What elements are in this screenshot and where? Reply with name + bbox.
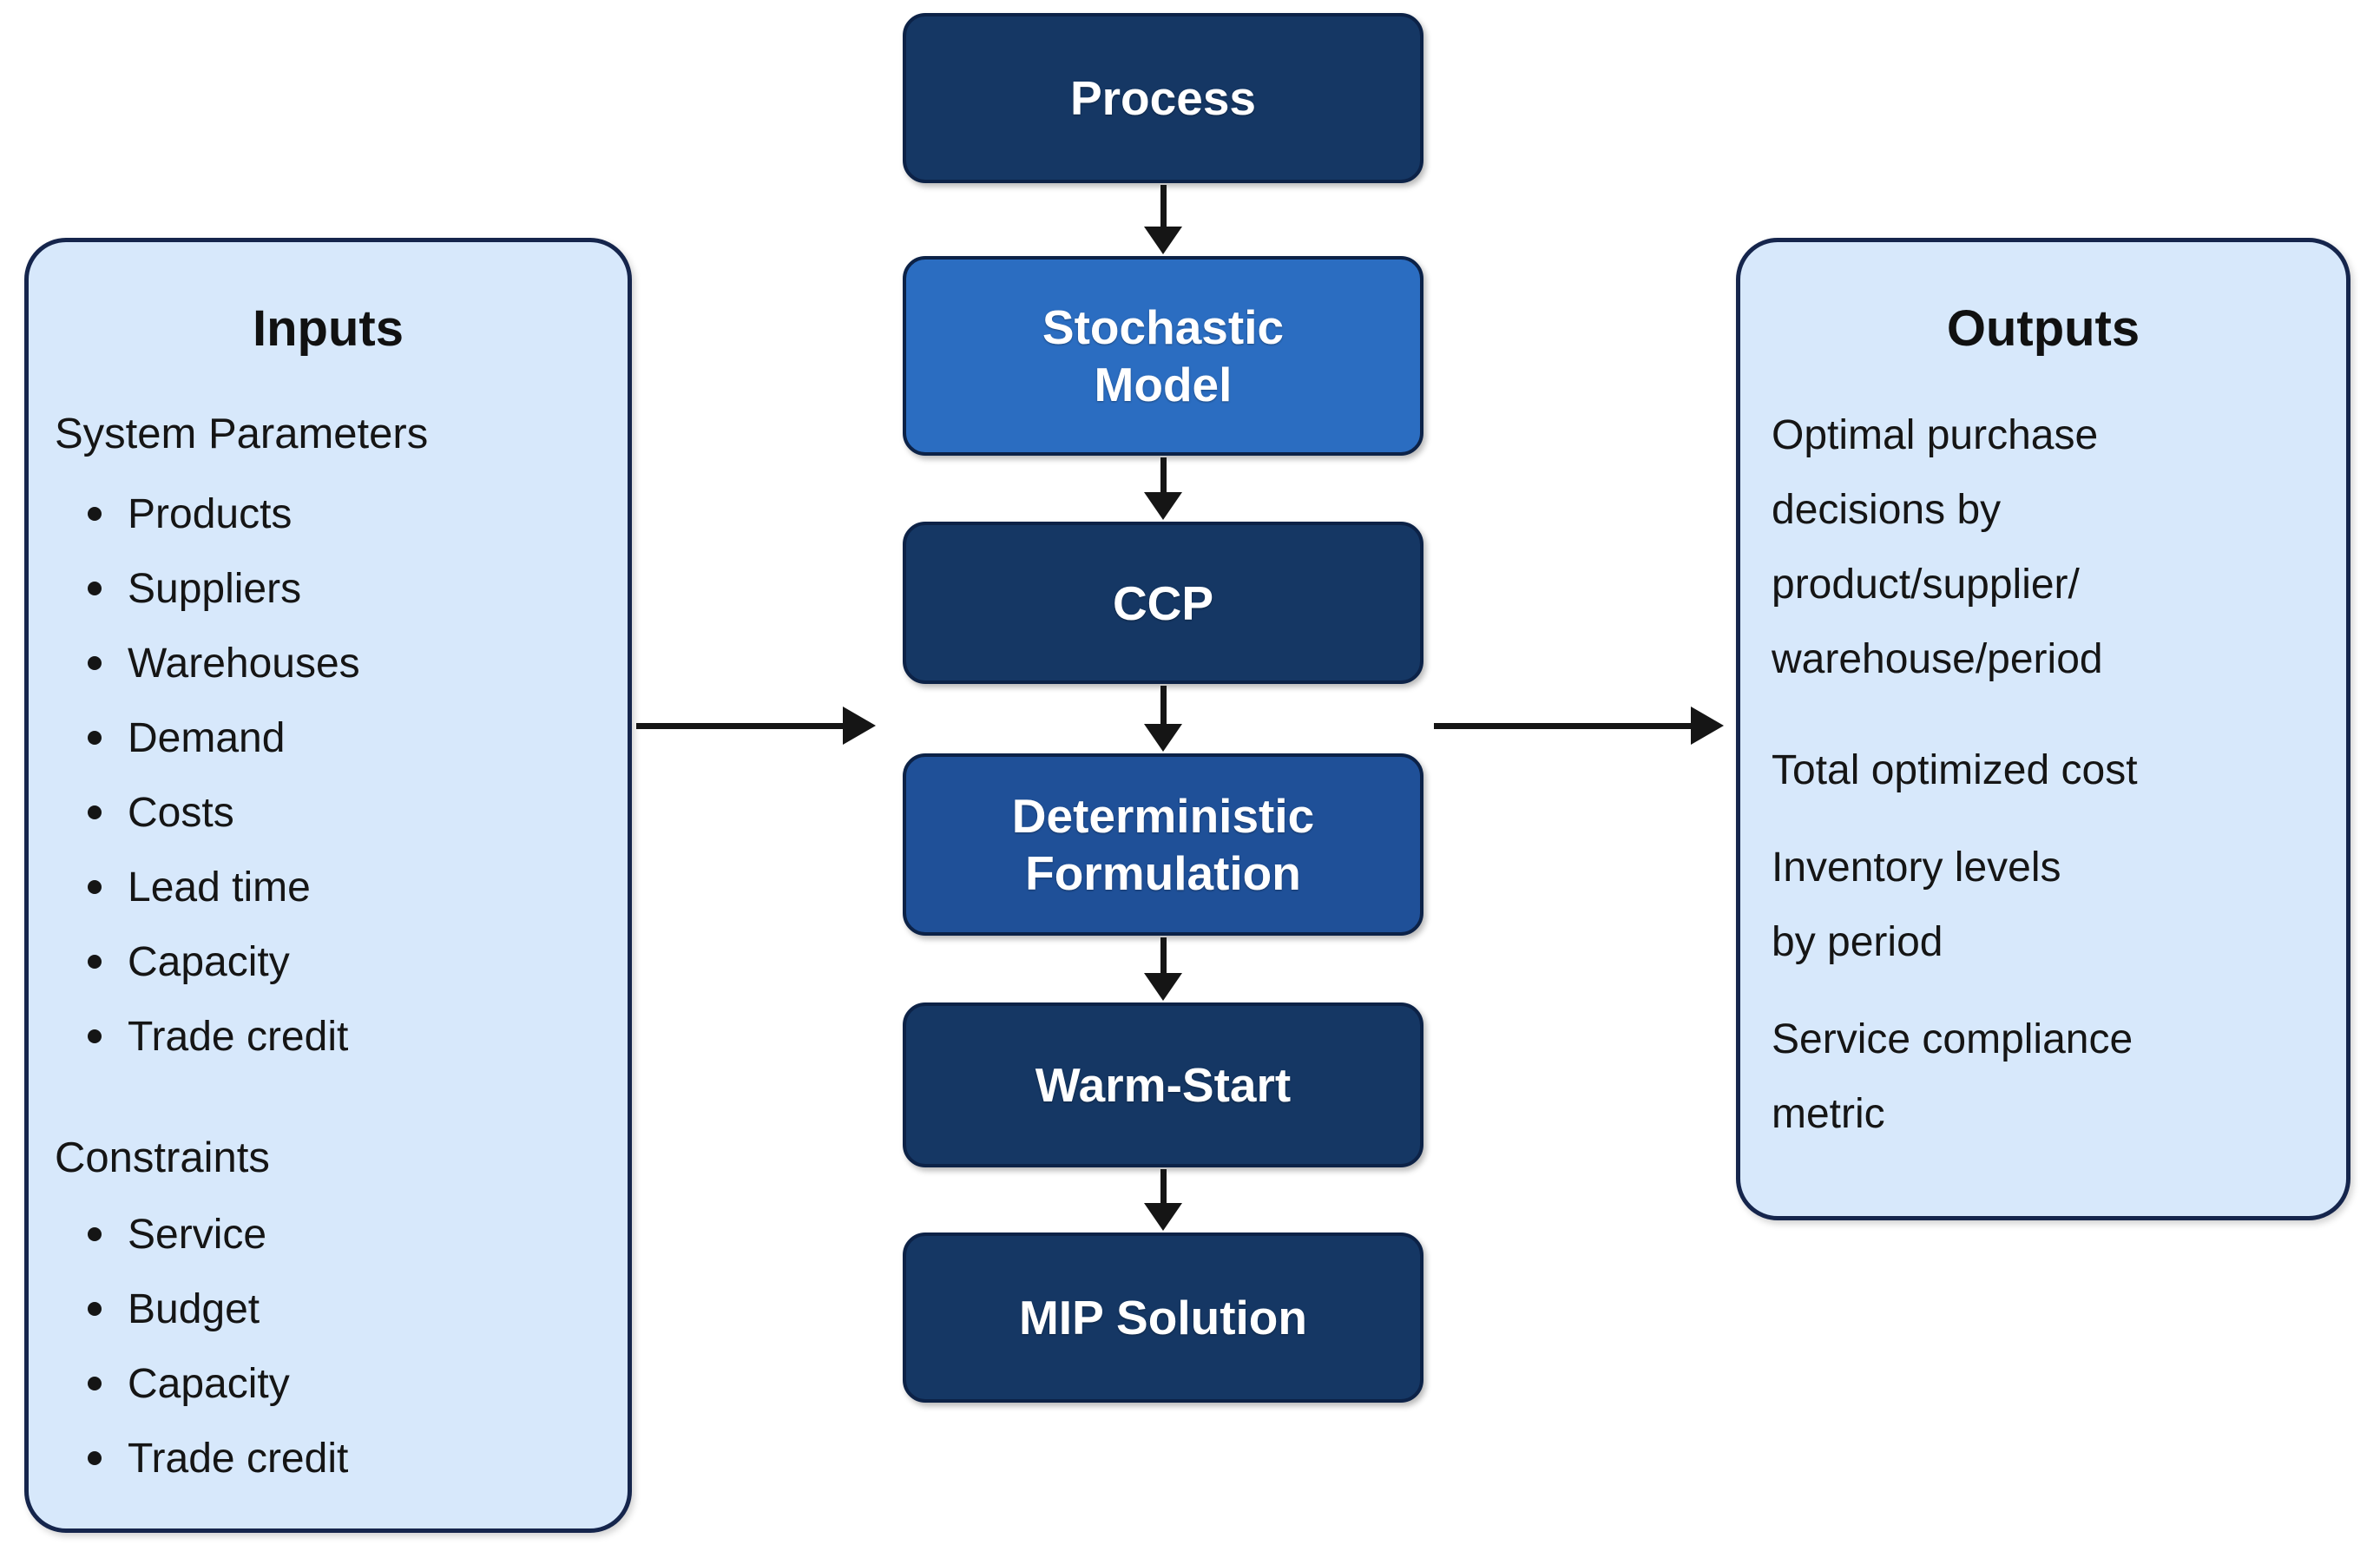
list-item: Products [55, 477, 602, 551]
node-label: CCP [1112, 575, 1214, 630]
list-item-label: Demand [128, 714, 286, 761]
bullet-icon [88, 1302, 102, 1316]
list-item: Capacity [55, 924, 602, 999]
node-label: Warm-Start [1035, 1058, 1292, 1112]
down-arrow-icon [1144, 457, 1182, 520]
arrow-head [1144, 227, 1182, 254]
arrow-head [1144, 1203, 1182, 1231]
list-item-label: Capacity [128, 1360, 290, 1407]
list-item: Budget [55, 1272, 602, 1346]
list-item-label: Service [128, 1211, 267, 1258]
bullet-icon [88, 805, 102, 819]
list-item-label: Costs [128, 789, 234, 836]
arrow-stem [636, 722, 846, 729]
list-item: Capacity [55, 1346, 602, 1421]
output-item: Inventory levels by period [1772, 831, 2315, 980]
list-item-label: Trade credit [128, 1435, 349, 1482]
arrow-stem [1160, 1169, 1167, 1205]
constraints-list: Service Budget Capacity Trade credit [55, 1197, 602, 1496]
list-item: Trade credit [55, 999, 602, 1074]
right-arrow-flow-to-outputs-icon [1434, 707, 1724, 745]
node-label: Stochastic [1042, 300, 1285, 354]
list-item: Demand [55, 700, 602, 775]
node-ccp: CCP [903, 522, 1423, 684]
down-arrow-icon [1144, 185, 1182, 254]
node-stochastic-model: Stochastic Model [903, 256, 1423, 456]
list-item-label: Suppliers [128, 565, 302, 612]
node-label: MIP Solution [1018, 1291, 1307, 1344]
output-line: product/supplier/ [1772, 562, 2080, 608]
output-line: Inventory levels [1772, 845, 2061, 891]
list-item-label: Warehouses [128, 640, 360, 687]
output-line: Service compliance [1772, 1016, 2133, 1062]
bullet-icon [88, 1227, 102, 1241]
arrow-stem [1160, 686, 1167, 726]
down-arrow-icon [1144, 937, 1182, 1001]
list-item: Lead time [55, 850, 602, 924]
list-item: Warehouses [55, 626, 602, 700]
node-label: Model [1094, 358, 1233, 411]
node-warm-start: Warm-Start [903, 1003, 1423, 1167]
bullet-icon [88, 1377, 102, 1390]
list-item: Service [55, 1197, 602, 1272]
system-parameters-list: Products Suppliers Warehouses Demand Cos… [55, 477, 602, 1074]
list-item: Trade credit [55, 1421, 602, 1496]
arrow-stem [1434, 722, 1694, 729]
node-label: Deterministic [1011, 789, 1315, 843]
arrow-stem [1160, 937, 1167, 975]
list-item-label: Products [128, 490, 293, 537]
list-item-label: Lead time [128, 864, 311, 910]
node-label: Formulation [1025, 846, 1301, 900]
bullet-icon [88, 656, 102, 670]
bullet-icon [88, 955, 102, 969]
output-item: Total optimized cost [1772, 733, 2315, 808]
list-item: Costs [55, 775, 602, 850]
arrow-stem [1160, 457, 1167, 494]
bullet-icon [88, 731, 102, 745]
output-line: metric [1772, 1091, 1885, 1137]
output-line: Total optimized cost [1772, 747, 2138, 793]
output-item: Optimal purchase decisions by product/su… [1772, 398, 2315, 697]
arrow-head [1144, 492, 1182, 520]
node-mip-solution: MIP Solution [903, 1233, 1423, 1403]
outputs-title: Outputs [1946, 300, 2140, 357]
output-line: by period [1772, 919, 1943, 965]
system-parameters-heading: System Parameters [55, 411, 429, 457]
output-line: warehouse/period [1772, 636, 2103, 682]
output-line: Optimal purchase [1772, 412, 2099, 458]
bullet-icon [88, 507, 102, 521]
bullet-icon [88, 1451, 102, 1465]
constraints-heading: Constraints [55, 1134, 270, 1181]
bullet-icon [88, 582, 102, 595]
arrow-head [843, 707, 876, 745]
arrow-head [1691, 707, 1724, 745]
list-item-label: Trade credit [128, 1013, 349, 1060]
bullet-icon [88, 1029, 102, 1043]
inputs-panel: Inputs System Parameters Products Suppli… [24, 238, 632, 1533]
output-line: decisions by [1772, 487, 2002, 533]
arrow-head [1144, 973, 1182, 1001]
down-arrow-icon [1144, 686, 1182, 752]
node-deterministic-formulation: Deterministic Formulation [903, 753, 1423, 936]
node-process: Process [903, 13, 1423, 183]
outputs-panel: Outputs Optimal purchase decisions by pr… [1736, 238, 2350, 1220]
list-item-label: Capacity [128, 938, 290, 985]
arrow-stem [1160, 185, 1167, 228]
node-label: Process [1069, 71, 1257, 125]
right-arrow-inputs-to-flow-icon [636, 707, 876, 745]
down-arrow-icon [1144, 1169, 1182, 1231]
list-item-label: Budget [128, 1285, 260, 1332]
inputs-title: Inputs [253, 300, 404, 357]
arrow-head [1144, 724, 1182, 752]
output-item: Service compliance metric [1772, 1003, 2315, 1152]
bullet-icon [88, 880, 102, 894]
list-item: Suppliers [55, 551, 602, 626]
